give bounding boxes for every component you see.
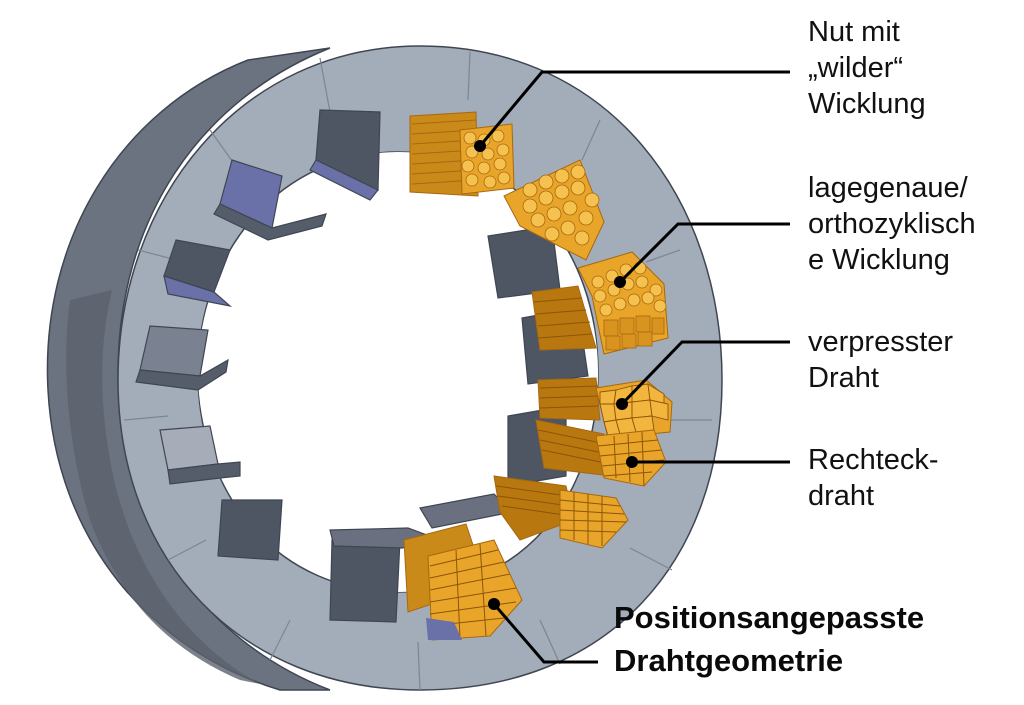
label-rectangular-wire: Rechteck- draht [808, 442, 939, 514]
leader-line-pressed [620, 340, 790, 406]
winding-wild [409, 111, 515, 197]
label-adapted-wire-geometry: Positionsangepasste Drahtgeometrie [614, 596, 924, 682]
stator-teeth-left [135, 109, 443, 623]
label-adapted-line-1: Positionsangepasste [614, 600, 925, 635]
winding-rectangular-lower [493, 475, 629, 549]
leader-lines [478, 70, 790, 664]
leader-line-adapted [492, 603, 598, 664]
leader-line-wild [478, 70, 790, 147]
leader-dot-pressed [616, 398, 628, 410]
label-wild-line-2: „wilder“ [808, 52, 904, 84]
leader-dot-ortho [614, 276, 626, 288]
stator-outer-side-shade [66, 290, 260, 684]
label-pressed-line-2: Draht [808, 362, 879, 394]
label-wild-line-1: Nut mit [808, 16, 900, 48]
leader-line-ortho [618, 222, 790, 284]
label-adapted-line-2: Drahtgeometrie [614, 643, 844, 678]
label-rect-line-1: Rechteck- [808, 444, 939, 476]
label-rect-line-2: draht [808, 480, 875, 512]
label-ortho-line-1: lagegenaue/ [808, 172, 968, 204]
label-wild-line-3: Wicklung [808, 88, 926, 120]
leader-dot-rect [626, 456, 638, 468]
label-pressed-wire: verpresster Draht [808, 324, 953, 396]
leader-dot-wild [474, 140, 486, 152]
leader-dots [474, 140, 638, 610]
label-ortho-line-2: orthozyklisch [808, 208, 976, 240]
label-pressed-line-1: verpresster [808, 326, 954, 358]
winding-orthocyclic-upper [503, 159, 605, 261]
winding-adapted-geometry [403, 523, 523, 641]
label-wild-winding: Nut mit „wilder“ Wicklung [808, 14, 926, 122]
label-orthocyclic-winding: lagegenaue/ orthozyklisch e Wicklung [808, 170, 976, 278]
leader-dot-adapted [488, 598, 500, 610]
label-ortho-line-3: e Wicklung [808, 244, 950, 276]
